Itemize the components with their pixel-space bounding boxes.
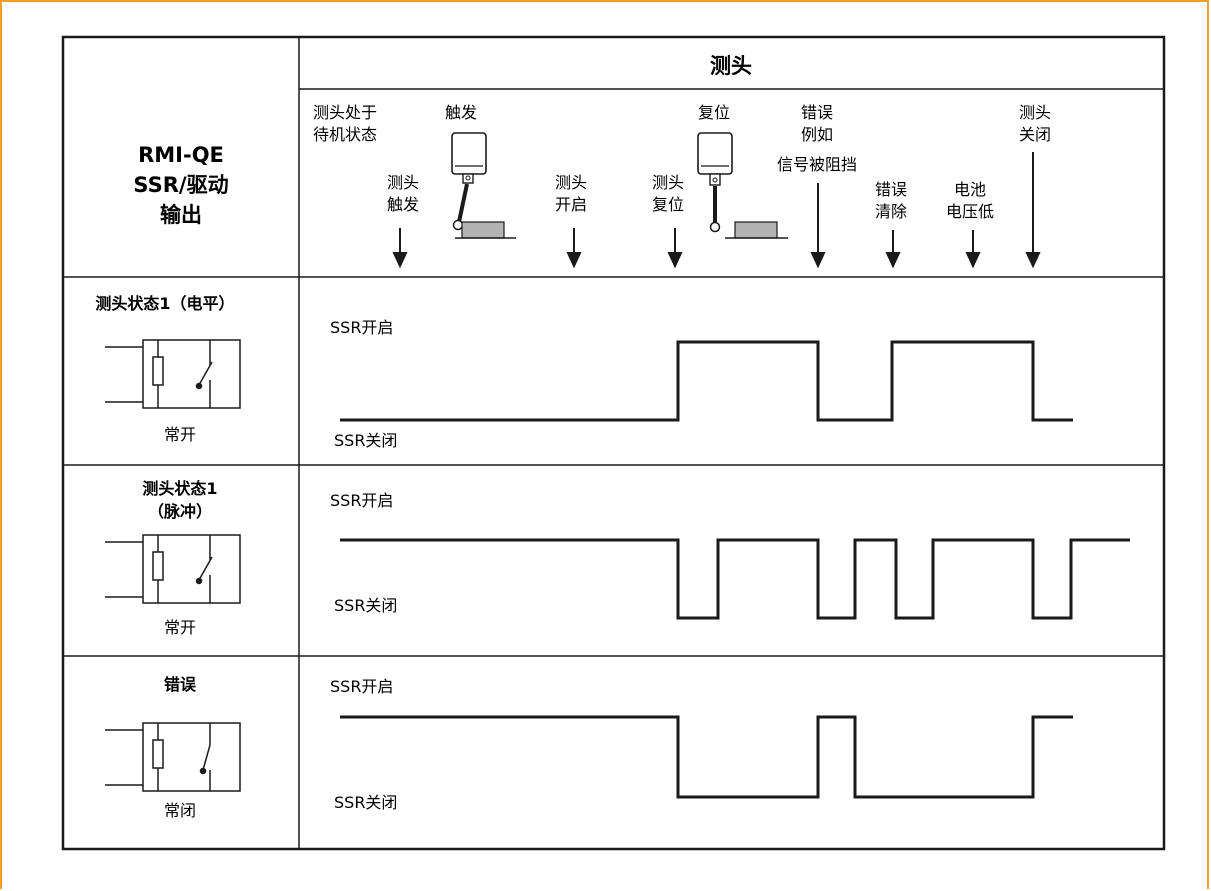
row-pulse-waveform — [340, 538, 1130, 620]
battery-low-label-1: 电池 — [954, 180, 986, 199]
row-pulse-off-label: SSR关闭 — [334, 596, 397, 615]
table-grid — [61, 35, 1166, 851]
event-labels: 测头处于 待机状态 触发 测头 触发 测头 开启 复位 测头 复位 错误 例如 … — [313, 103, 1051, 221]
row-header-label: RMI-QE SSR/驱动 输出 — [133, 143, 228, 227]
relay-symbol-normally-open — [105, 534, 241, 604]
probe-reset-label-1: 测头 — [652, 173, 684, 192]
reset-top-label: 复位 — [698, 103, 730, 122]
probe-on-label-1: 测头 — [555, 173, 587, 192]
row-pulse-title-2: （脉冲） — [148, 502, 212, 521]
row-level: 测头状态1（电平） 常开 SSR开启 SSR关闭 — [95, 294, 1073, 450]
arrow-error — [810, 183, 826, 269]
row-header-line-2: SSR/驱动 — [133, 173, 228, 197]
row-level-waveform — [340, 340, 1073, 422]
error-label-3: 信号被阻挡 — [777, 155, 857, 174]
trigger-top-label: 触发 — [445, 103, 477, 122]
row-pulse: 测头状态1 （脉冲） 常开 SSR开启 SSR关闭 — [105, 479, 1130, 637]
row-level-on-label: SSR开启 — [330, 318, 393, 337]
standby-label-1: 测头处于 — [313, 103, 377, 122]
relay-symbol-normally-open — [105, 339, 241, 409]
row-error: 错误 常闭 SSR开启 SSR关闭 — [105, 675, 1073, 820]
row-error-title: 错误 — [164, 675, 197, 694]
row-pulse-contact-label: 常开 — [164, 618, 196, 637]
column-title: 测头 — [710, 54, 752, 78]
probe-on-label-2: 开启 — [555, 195, 587, 214]
event-arrows — [392, 152, 1041, 269]
arrow-probe-on — [566, 228, 582, 269]
probe-trigger-label-2: 触发 — [387, 195, 419, 214]
row-level-title: 测头状态1（电平） — [95, 294, 234, 313]
probe-reset-illustration — [697, 132, 788, 239]
row-level-off-label: SSR关闭 — [334, 431, 397, 450]
battery-low-label-2: 电压低 — [946, 202, 994, 221]
arrow-probe-trigger — [392, 228, 408, 269]
arrow-battery-low — [965, 230, 981, 269]
standby-label-2: 待机状态 — [313, 125, 377, 144]
error-clear-label-2: 清除 — [875, 202, 907, 221]
probe-trigger-label-1: 测头 — [387, 173, 419, 192]
row-header-line-1: RMI-QE — [138, 143, 224, 167]
arrow-probe-off — [1025, 152, 1041, 269]
row-pulse-on-label: SSR开启 — [330, 491, 393, 510]
probe-off-label-1: 测头 — [1019, 103, 1051, 122]
probe-triggered-illustration — [451, 132, 516, 239]
row-error-contact-label: 常闭 — [164, 801, 196, 820]
error-clear-label-1: 错误 — [875, 180, 907, 199]
row-level-contact-label: 常开 — [164, 425, 196, 444]
error-label-2: 例如 — [801, 125, 833, 144]
probe-reset-label-2: 复位 — [652, 195, 684, 214]
row-error-on-label: SSR开启 — [330, 677, 393, 696]
relay-symbol-normally-closed — [105, 722, 241, 792]
arrow-probe-reset — [667, 228, 683, 269]
row-error-off-label: SSR关闭 — [334, 793, 397, 812]
probe-off-label-2: 关闭 — [1019, 125, 1051, 144]
row-header-line-3: 输出 — [160, 203, 202, 227]
row-error-waveform — [340, 715, 1073, 799]
arrow-error-clear — [885, 230, 901, 269]
row-pulse-title-1: 测头状态1 — [142, 479, 217, 498]
error-label-1: 错误 — [801, 103, 833, 122]
